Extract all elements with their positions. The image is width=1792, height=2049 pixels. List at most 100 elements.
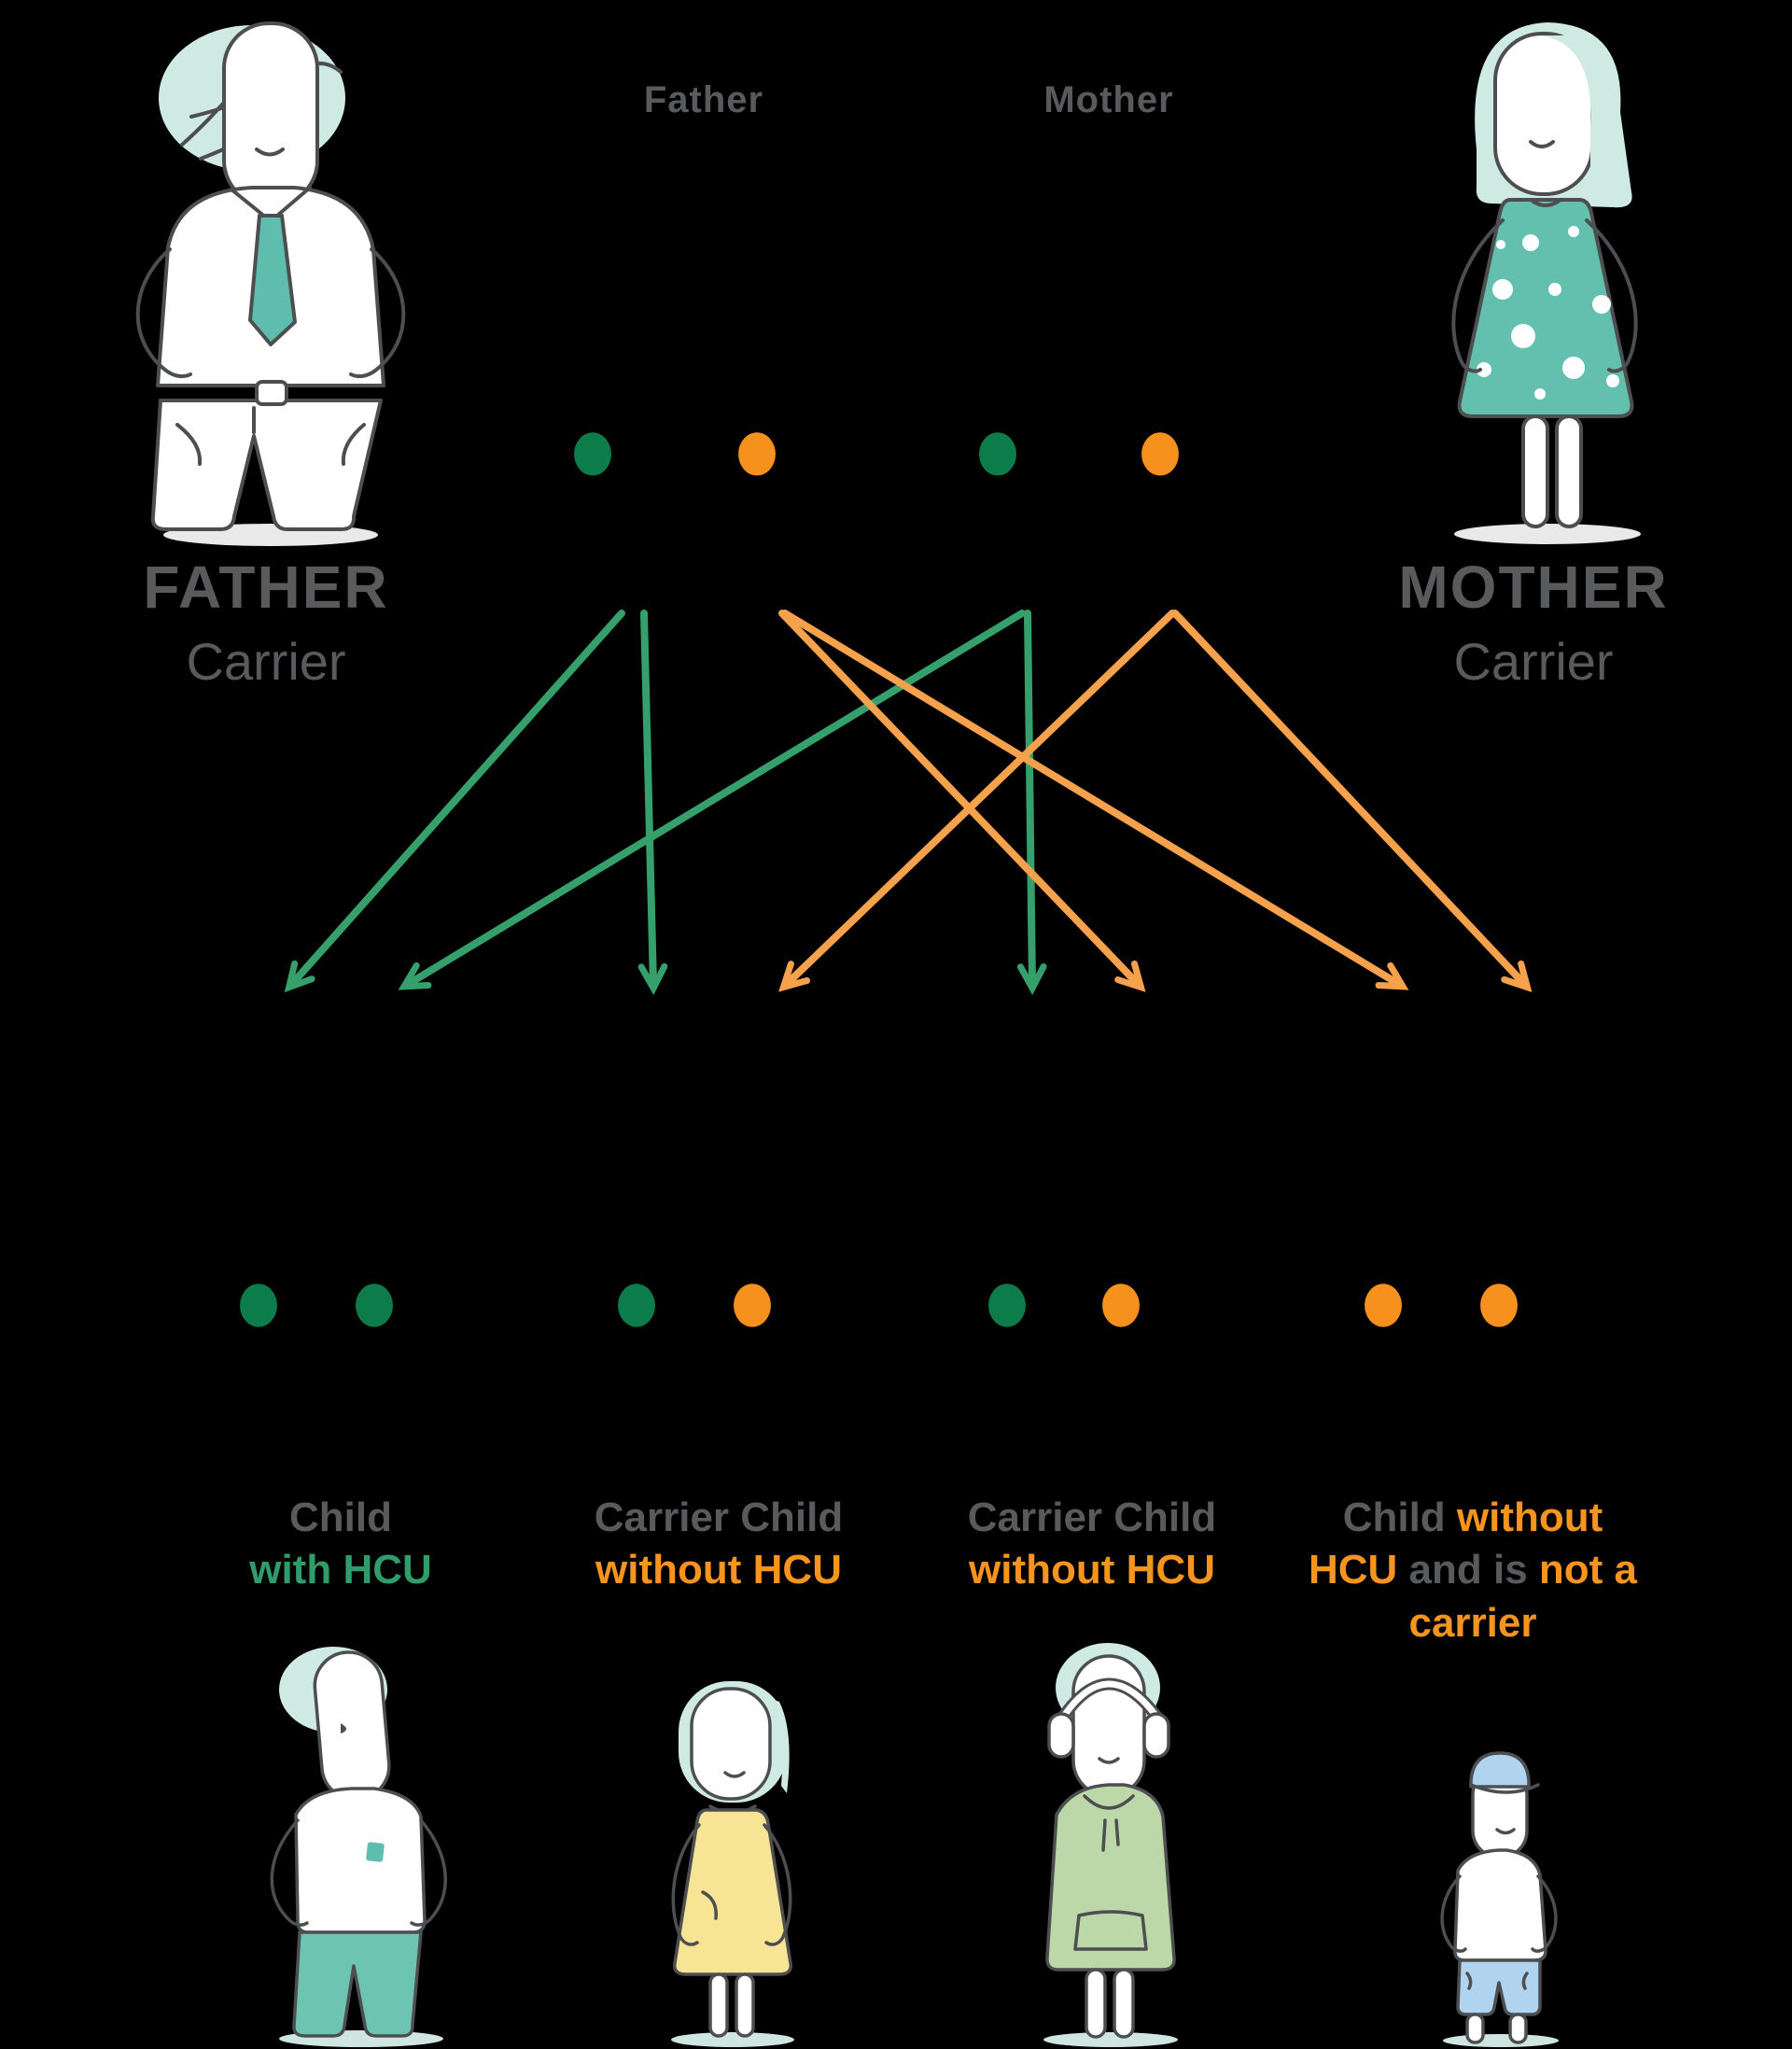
mother-caption: MOTHER Carrier [1379, 553, 1687, 692]
child3-illustration [1043, 1643, 1178, 2047]
arrow-mother-orange-to-child4-right [1171, 610, 1525, 985]
mother-dress [1457, 198, 1634, 418]
allele-dot [1365, 1284, 1402, 1327]
father-right-arm [349, 247, 406, 379]
allele-dot [574, 432, 611, 476]
child2-smile [723, 1771, 746, 1778]
father-column-label: Father [643, 79, 764, 120]
child3-headphone-band [1057, 1680, 1161, 1725]
child4-cap-brim [1469, 1783, 1540, 1794]
arrow-father-green-to-child2-left [644, 610, 653, 985]
child2-left-arm [671, 1823, 701, 1946]
father-belt-buckle [255, 380, 288, 406]
child3-right-leg [1113, 1968, 1135, 2039]
child1-label-line2: with HCU [249, 1547, 432, 1593]
mother-illustration [1451, 22, 1641, 544]
child4-right-strand [1480, 1024, 1577, 1453]
child3-label-line2: without HCU [969, 1547, 1215, 1593]
mother-name: MOTHER [1398, 554, 1669, 621]
mother-shadow [1454, 524, 1641, 544]
child1-right-strand [356, 1024, 453, 1453]
child3-label: Carrier Child without HCU [933, 1492, 1251, 1597]
child1-label-line1: Child [289, 1495, 392, 1540]
allele-dot [979, 432, 1016, 476]
child2-right-strand [734, 1024, 831, 1453]
child1-left-strand [240, 1024, 337, 1453]
child2-dress [673, 1808, 792, 1976]
child1-illustration [270, 1647, 447, 2047]
child4-label-seg1: Child [1342, 1495, 1457, 1540]
allele-dot [240, 1284, 277, 1327]
child4-tshirt [1453, 1848, 1547, 1962]
child4-left-arm [1440, 1874, 1467, 1953]
child2-right-leg [735, 1972, 755, 2038]
arrow-mother-green-to-child3-left [1028, 610, 1032, 985]
arrow-father-green-to-child1-left [291, 610, 625, 985]
child3-head [1071, 1654, 1146, 1798]
mother-smile [1529, 140, 1555, 148]
child3-smile [1098, 1757, 1120, 1764]
child3-left-leg [1085, 1968, 1107, 2039]
inheritance-arrows [0, 610, 1792, 1003]
child1-left-arm [270, 1818, 309, 1927]
child4-shorts [1456, 1958, 1542, 2016]
child4-smile [1495, 1828, 1516, 1835]
child4-left-strand [1365, 1024, 1462, 1453]
child4-left-leg [1465, 2013, 1485, 2044]
child3-shadow [1043, 2032, 1178, 2047]
arrow-father-orange-to-child4-left [781, 610, 1400, 985]
father-orange-strand [738, 170, 835, 605]
mother-left-arm [1451, 218, 1505, 373]
child3-headphone-left-cup [1047, 1712, 1075, 1759]
child2-shadow [671, 2032, 794, 2047]
child2-left-strand [618, 1024, 715, 1453]
mother-green-strand [979, 170, 1076, 605]
child2-hair-side [759, 1694, 790, 1793]
allele-dot [1480, 1284, 1518, 1327]
father-smile [255, 147, 285, 157]
arrow-father-orange-to-child3-right [778, 610, 1139, 985]
child2-right-arm [763, 1823, 792, 1946]
mother-right-arm [1585, 218, 1638, 373]
child2-label: Carrier Child without HCU [560, 1492, 877, 1597]
arrow-mother-orange-to-child2-right [786, 610, 1176, 985]
allele-dot [1141, 432, 1179, 476]
child3-kangaroo-pocket [1073, 1910, 1148, 1951]
father-left-arm [135, 247, 192, 379]
child1-head [313, 1650, 391, 1802]
allele-dot [988, 1284, 1026, 1327]
mother-right-leg [1555, 414, 1583, 528]
father-tie [248, 214, 297, 346]
child3-headphone-right-cup [1142, 1712, 1170, 1759]
child4-label: Child without HCU and is not a carrier [1295, 1492, 1650, 1649]
child3-hoodie [1045, 1783, 1176, 1972]
child4-shadow [1443, 2034, 1559, 2047]
mother-orange-strand [1141, 170, 1239, 605]
mother-hair-front [1540, 35, 1614, 183]
arrow-mother-green-to-child1-right [407, 610, 1026, 985]
child2-label-line1: Carrier Child [594, 1495, 844, 1540]
child2-head [690, 1687, 772, 1801]
mother-left-leg [1521, 414, 1549, 528]
allele-dot [734, 1284, 771, 1327]
father-caption: FATHER Carrier [112, 553, 420, 692]
child3-left-strand [988, 1024, 1085, 1453]
child1-eye [341, 1723, 346, 1733]
child4-label-seg3: and is [1408, 1547, 1539, 1593]
child1-label: Child with HCU [182, 1492, 499, 1597]
mother-role: Carrier [1453, 632, 1614, 691]
child3-right-strand [1102, 1024, 1199, 1453]
child1-trousers [292, 1930, 423, 2038]
child4-illustration [1440, 1751, 1559, 2047]
child4-right-leg [1508, 2013, 1528, 2044]
father-green-strand [574, 170, 671, 605]
father-head [222, 21, 319, 207]
child3-label-line1: Carrier Child [967, 1495, 1217, 1540]
mother-column-label: Mother [1043, 79, 1174, 120]
child1-pocket [366, 1842, 385, 1862]
child4-cap [1469, 1751, 1531, 1789]
child4-right-arm [1531, 1874, 1558, 1953]
child4-label-seg4: not a carrier [1408, 1547, 1638, 1646]
child4-label-seg2: without HCU [1308, 1495, 1603, 1593]
